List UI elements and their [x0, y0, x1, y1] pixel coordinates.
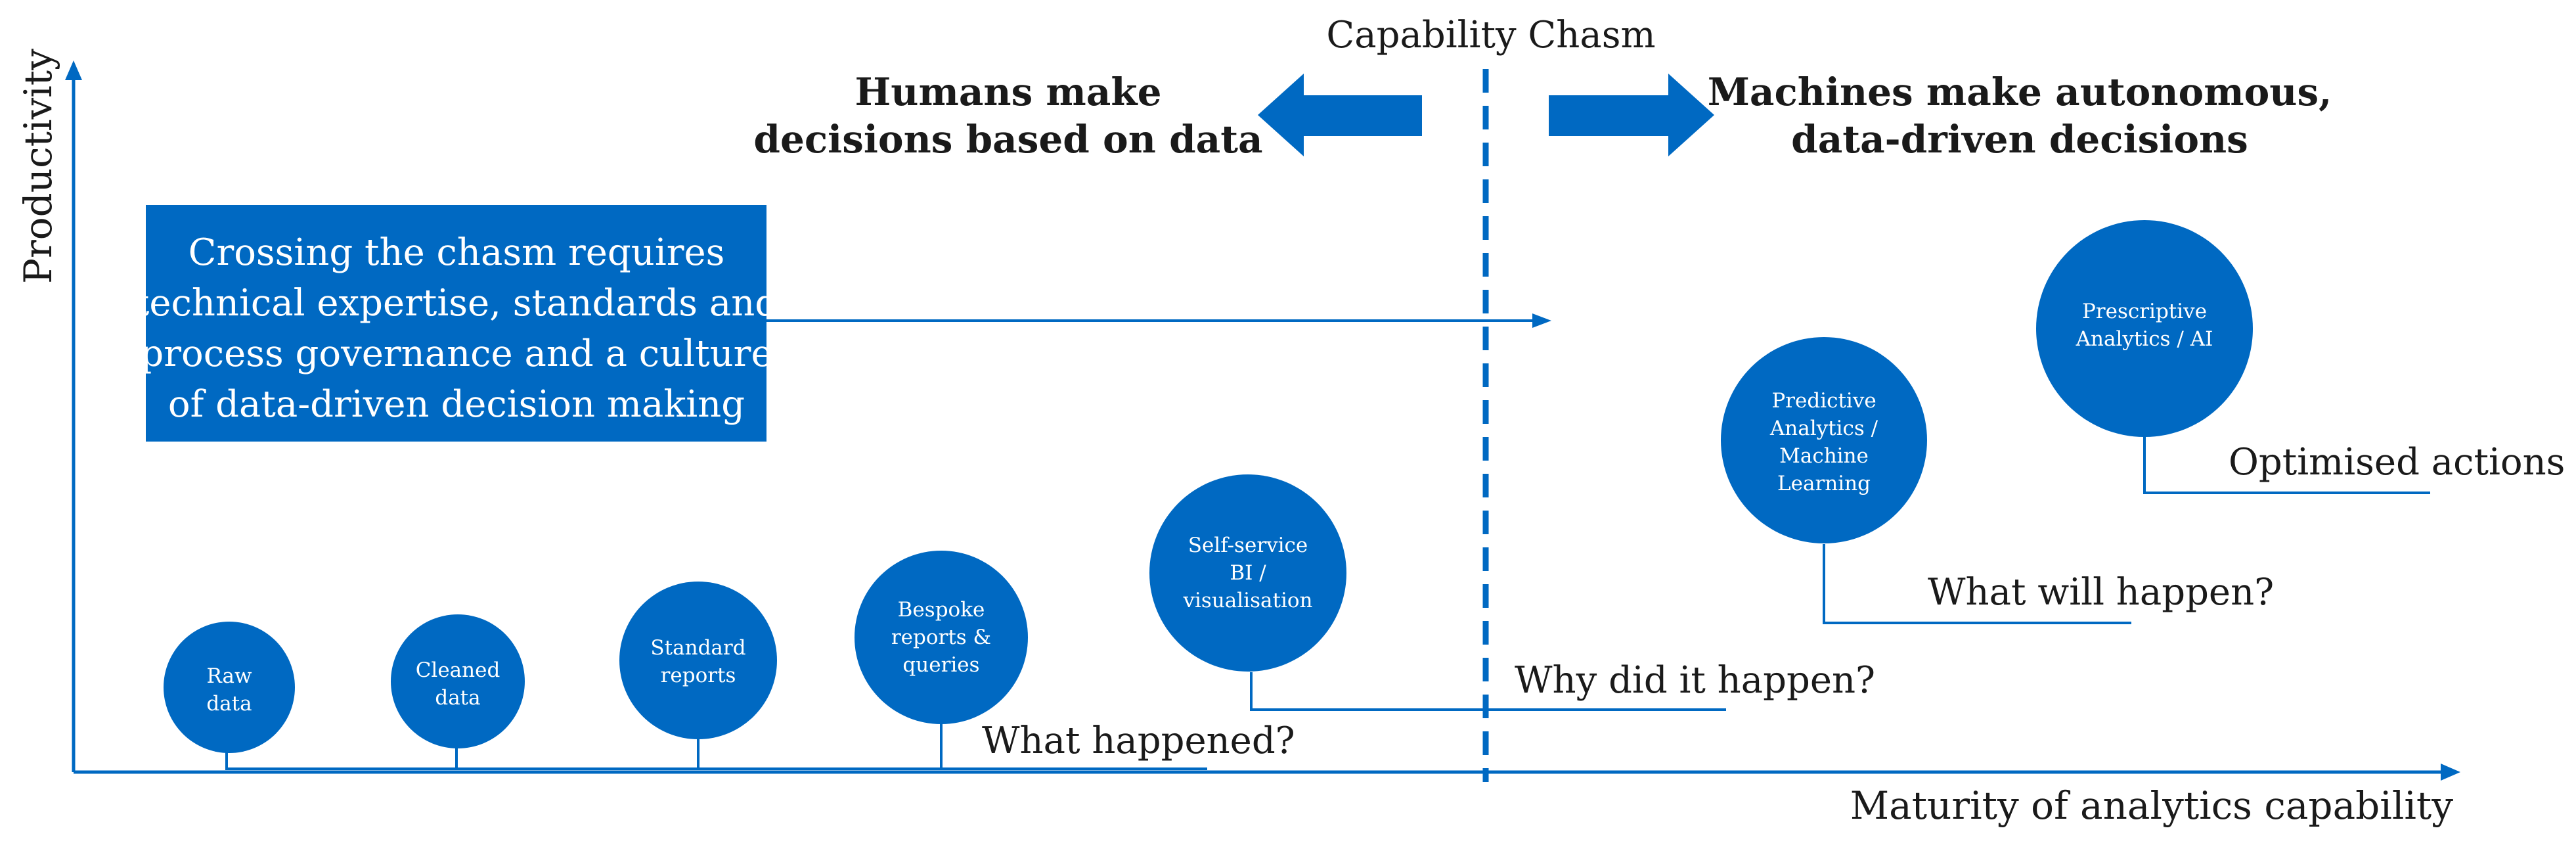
right-header-line-1: Machines make autonomous, [1708, 70, 2332, 114]
stage-label-line: data [206, 692, 252, 716]
what-will-happen-label: What will happen? [1928, 571, 2274, 614]
what-will-happen-bracket [1823, 544, 2131, 624]
stage-circle [619, 582, 777, 739]
left-header-line-1: Humans make [855, 70, 1162, 114]
stage-self-service-bi: Self-service BI / visualisation [1149, 474, 1346, 672]
stage-label-line: BI / [1230, 561, 1266, 585]
stage-raw-data: Raw data [164, 622, 295, 753]
stage-label-line: Cleaned [416, 658, 500, 682]
what-happened-label: What happened? [982, 720, 1295, 762]
stage-label-line: Analytics / [1769, 417, 1878, 440]
callout-arrowhead [1532, 313, 1551, 328]
why-happened-label: Why did it happen? [1515, 659, 1875, 702]
stage-label-line: reports & [891, 626, 991, 649]
stage-cleaned-data: Cleaned data [391, 614, 525, 748]
stage-predictive-analytics: Predictive Analytics / Machine Learning [1721, 337, 1927, 543]
optimised-actions-label: Optimised actions [2229, 441, 2565, 484]
stage-circle [2036, 220, 2253, 437]
optimised-bracket [2143, 436, 2430, 494]
stage-circle [391, 614, 525, 748]
stage-circle [164, 622, 295, 753]
left-header: Humans make decisions based on data [753, 70, 1262, 162]
callout-box [146, 205, 766, 442]
left-direction-arrow [1258, 74, 1422, 156]
x-axis-label: Maturity of analytics capability [1850, 783, 2453, 828]
stage-label-line: Standard [650, 636, 745, 660]
stage-label-line: Machine [1779, 444, 1869, 468]
stage-label-line: data [435, 686, 480, 710]
callout-text: Crossing the chasm requires technical ex… [135, 231, 778, 426]
stage-label-line: Learning [1777, 472, 1871, 495]
stage-label-line: Prescriptive [2082, 300, 2207, 323]
left-header-line-2: decisions based on data [753, 117, 1262, 162]
stage-circle [1721, 337, 1927, 543]
stage-label-line: reports [661, 664, 736, 687]
callout-line-4: of data-driven decision making [168, 383, 745, 426]
right-direction-arrow [1549, 74, 1714, 156]
stage-standard-reports: Standard reports [619, 582, 777, 739]
stage-circle [855, 551, 1028, 724]
stage-label-line: Bespoke [898, 598, 985, 622]
right-header: Machines make autonomous, data-driven de… [1708, 70, 2332, 162]
callout-line-3: process governance and a culture [140, 332, 772, 375]
stage-label-line: visualisation [1182, 589, 1312, 612]
stage-label-line: Predictive [1771, 389, 1876, 413]
stage-label-line: queries [902, 653, 979, 677]
right-header-line-2: data-driven decisions [1791, 117, 2248, 162]
callout-line-1: Crossing the chasm requires [189, 231, 725, 274]
x-axis-arrowhead [2441, 764, 2460, 781]
stage-label-line: Analytics / AI [2076, 327, 2213, 351]
callout-line-2: technical expertise, standards and [135, 282, 778, 325]
chasm-title: Capability Chasm [1326, 14, 1655, 57]
stage-bespoke-reports: Bespoke reports & queries [855, 551, 1028, 724]
why-happened-bracket [1250, 672, 1726, 711]
stage-label-line: Self-service [1188, 534, 1308, 557]
stage-circle [1149, 474, 1346, 672]
y-axis-arrowhead [65, 60, 82, 80]
stage-prescriptive-analytics: Prescriptive Analytics / AI [2036, 220, 2253, 437]
connector-lines [225, 436, 2430, 770]
y-axis-label: Productivity [16, 49, 60, 284]
axes [65, 60, 2460, 781]
stage-label-line: Raw [206, 664, 252, 688]
